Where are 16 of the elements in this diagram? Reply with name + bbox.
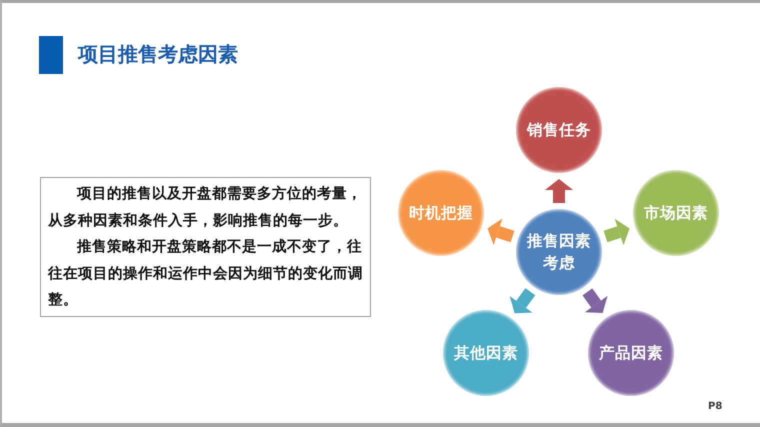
- block-arrow: [604, 218, 630, 246]
- body-paragraph: 推售策略和开盘策略都不是一成不变了，往往在项目的操作和运作中会因为细节的变化而调整。: [48, 238, 364, 310]
- page-number: P8: [708, 401, 722, 412]
- circle-label: 市场因素: [644, 203, 708, 224]
- circle-label: 推售因素考虑: [526, 231, 592, 274]
- block-arrow: [582, 288, 608, 314]
- block-arrow: [488, 218, 514, 246]
- slide-title: 项目推售考虑因素: [78, 41, 238, 68]
- circle-label: 其他因素: [454, 343, 518, 364]
- text-box: [40, 177, 371, 317]
- circle-label: 时机把握: [409, 203, 473, 224]
- body-paragraph: 项目的推售以及开盘都需要多方位的考量，从多种因素和条件入手，影响推售的每一步。: [48, 184, 363, 230]
- circle-label: 销售任务: [527, 120, 591, 141]
- circle-label: 产品因素: [599, 343, 663, 364]
- block-arrow: [510, 288, 536, 314]
- block-arrow: [545, 179, 573, 203]
